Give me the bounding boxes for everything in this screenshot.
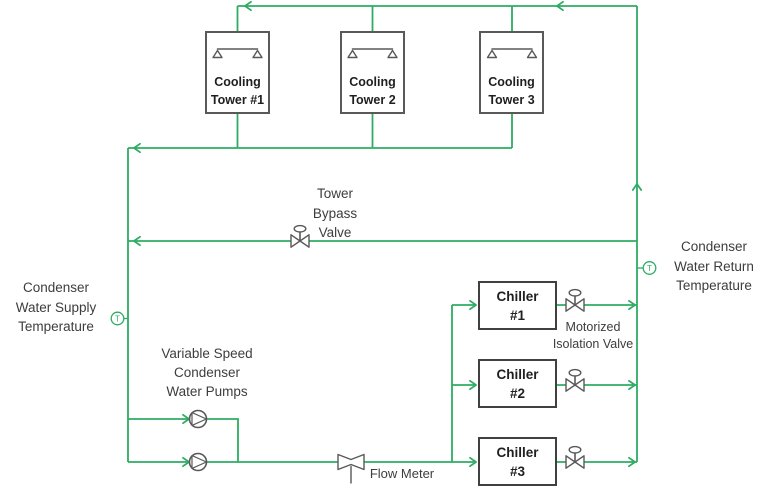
chiller-3-label-line2: #3 (509, 463, 526, 479)
cooling-tower-1-box: Cooling Tower #1 (205, 31, 270, 114)
cooling-tower-3-box: Cooling Tower 3 (479, 31, 544, 114)
arrow-top-right-icon (556, 0, 564, 12)
svg-text:T: T (115, 314, 120, 323)
chiller-2-label-line2: #2 (509, 385, 526, 401)
chiller-3-label-line1: Chiller (496, 444, 539, 460)
cooling-tower-3-label-line1: Cooling (488, 75, 535, 89)
chiller-1-label-line2: #1 (509, 307, 526, 323)
pumps-label: Variable Speed Condenser Water Pumps (161, 346, 253, 399)
pump-2-icon (188, 452, 208, 472)
arrow-collector-icon (133, 142, 141, 154)
chiller-2-box: Chiller #2 (478, 359, 557, 408)
motorized-valve-3-icon (565, 445, 585, 469)
arrow-chiller1-inlet-icon (469, 299, 477, 311)
cooling-tower-2-box: Cooling Tower 2 (340, 31, 405, 114)
svg-text:T: T (647, 264, 652, 273)
cooling-tower-1-label-line1: Cooling (214, 75, 261, 89)
flow-meter-label: Flow Meter (369, 466, 435, 481)
chiller-3-box: Chiller #3 (478, 437, 557, 486)
supply-temperature-sensor-icon: T (110, 311, 128, 326)
pipe-pump1-branch (128, 418, 239, 462)
arrow-pump2-icon (182, 456, 190, 468)
arrow-chiller1-outlet-icon (628, 299, 636, 311)
motorized-valve-label: Motorized Isolation Valve (552, 320, 634, 351)
arrow-chiller2-outlet-icon (628, 379, 636, 391)
arrow-top-left-icon (244, 0, 252, 12)
pipe-tower-inlets (236, 6, 513, 31)
pipe-tower-outlets (236, 114, 513, 148)
chiller-1-label-line1: Chiller (496, 288, 539, 304)
cooling-tower-2-label-line1: Cooling (349, 75, 396, 89)
chiller-2-label-line1: Chiller (496, 366, 539, 382)
arrow-pump1-icon (182, 413, 190, 425)
arrow-bypass-icon (133, 235, 141, 247)
arrow-chiller2-inlet-icon (469, 379, 477, 391)
pipe-chiller-supply-riser (451, 304, 476, 462)
motorized-valve-2-icon (565, 368, 585, 392)
cooling-tower-3-label-line2: Tower 3 (488, 92, 535, 107)
cooling-tower-1-label-line2: Tower #1 (210, 92, 265, 107)
arrow-chiller3-inlet-icon (469, 456, 477, 468)
chiller-1-box: Chiller #1 (478, 281, 557, 330)
return-temperature-sensor-icon: T (637, 261, 657, 275)
arrow-riser-up-icon (631, 183, 643, 191)
cooling-tower-2-label-line2: Tower 2 (349, 92, 396, 107)
bypass-valve-label: Tower Bypass Valve (312, 186, 358, 240)
supply-temperature-label: Condenser Water Supply Temperature (15, 280, 97, 334)
pump-1-icon (188, 409, 208, 429)
motorized-valve-1-icon (565, 288, 585, 312)
return-temperature-label: Condenser Water Return Temperature (674, 239, 754, 293)
arrow-chiller3-outlet-icon (628, 456, 636, 468)
flow-meter-icon (337, 453, 365, 484)
